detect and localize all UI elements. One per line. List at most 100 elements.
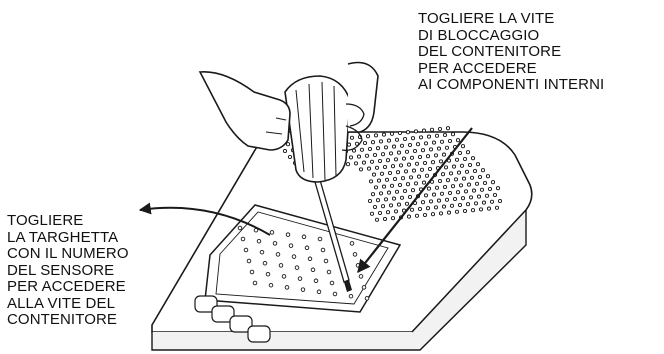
vent-hole <box>478 207 484 212</box>
vent-hole <box>375 146 381 151</box>
vent-hole <box>410 136 416 141</box>
vent-hole <box>451 164 457 169</box>
vent-hole <box>446 210 452 215</box>
vent-hole <box>436 146 442 151</box>
arrow-to-nameplate-left <box>138 202 271 236</box>
plate-dot <box>316 289 322 295</box>
vent-hole <box>462 156 468 162</box>
plate-dot <box>294 265 300 270</box>
plate-dot <box>240 236 246 242</box>
vent-hole <box>370 140 376 145</box>
plate-dot <box>252 280 258 286</box>
plate-dot <box>262 260 268 266</box>
vent-hole <box>441 204 447 209</box>
plate-dot <box>268 282 274 288</box>
vent-hole <box>467 162 473 168</box>
vent-hole <box>376 178 382 183</box>
vent-hole <box>469 175 475 180</box>
vent-hole <box>354 141 360 146</box>
vent-hole <box>480 168 486 173</box>
vent-hole <box>454 157 460 162</box>
vent-hole <box>449 203 455 208</box>
vent-hole <box>404 201 410 206</box>
vent-hole <box>388 151 394 156</box>
vent-hole <box>381 132 387 137</box>
vent-hole <box>369 159 375 164</box>
vent-hole <box>413 181 419 186</box>
vent-hole <box>377 158 383 164</box>
vent-hole <box>416 174 422 179</box>
plate-dot <box>355 263 361 268</box>
vent-hole <box>444 197 450 202</box>
sensor-number-plate-icon <box>204 204 402 313</box>
vent-hole <box>422 160 428 166</box>
vent-hole <box>425 154 431 159</box>
vent-hole <box>392 176 398 182</box>
vent-hole <box>443 165 449 170</box>
vent-hole <box>404 149 410 154</box>
plate-dot <box>288 243 294 248</box>
vent-hole <box>358 167 364 172</box>
vent-hole <box>447 138 453 144</box>
plate-dot <box>285 232 291 237</box>
vent-hole <box>459 163 465 168</box>
vent-hole <box>397 182 403 188</box>
vent-hole <box>395 170 401 175</box>
plate-dot <box>349 241 355 246</box>
vent-hole <box>457 150 463 156</box>
vent-hole <box>492 192 498 198</box>
vent-hole <box>391 196 397 201</box>
plate-dot <box>329 280 335 286</box>
vent-hole <box>287 154 293 160</box>
vent-hole <box>420 200 426 205</box>
vent-hole <box>410 188 416 193</box>
plate-dot <box>313 278 319 284</box>
plate-dot <box>265 271 271 277</box>
plate-dot <box>259 249 265 255</box>
vent-hole <box>433 205 439 210</box>
vent-hole <box>473 201 479 206</box>
vent-hole <box>423 141 429 146</box>
instruction-line: DI BLOCCAGGIO <box>418 26 540 44</box>
vent-hole <box>450 184 456 189</box>
vent-hole <box>383 145 389 150</box>
vent-hole <box>393 209 399 214</box>
vent-hole <box>429 127 435 132</box>
vent-hole <box>411 168 417 173</box>
vent-hole <box>463 189 469 194</box>
vent-hole <box>390 164 396 169</box>
vent-hole <box>471 188 477 193</box>
vent-hole <box>430 212 436 217</box>
vent-hole <box>489 199 495 204</box>
vent-hole <box>285 142 291 147</box>
vent-hole <box>444 145 450 150</box>
vent-hole <box>405 182 411 187</box>
plate-dot <box>361 285 367 290</box>
vent-hole <box>431 192 437 197</box>
device-buttons <box>194 295 271 343</box>
instruction-line: CON IL NUMERO <box>7 245 129 262</box>
vent-hole <box>399 195 405 200</box>
vent-hole <box>436 198 442 203</box>
plate-dot <box>237 225 243 231</box>
vent-hole <box>437 178 443 184</box>
vent-hole <box>409 207 415 212</box>
vent-hole <box>415 142 421 147</box>
vent-hole <box>394 137 400 142</box>
vent-hole <box>426 186 432 191</box>
vent-hole <box>470 208 476 213</box>
vent-hole <box>386 190 392 195</box>
vent-hole <box>421 180 427 185</box>
vent-hole <box>474 181 480 186</box>
vent-hole <box>353 161 359 166</box>
vent-hole <box>460 144 466 149</box>
vent-hole <box>388 203 394 208</box>
vent-hole <box>406 214 412 219</box>
vent-hole <box>402 188 408 194</box>
vent-hole <box>407 142 413 148</box>
vent-hole <box>370 192 376 197</box>
vent-hole <box>403 169 409 174</box>
vent-hole <box>382 216 388 222</box>
